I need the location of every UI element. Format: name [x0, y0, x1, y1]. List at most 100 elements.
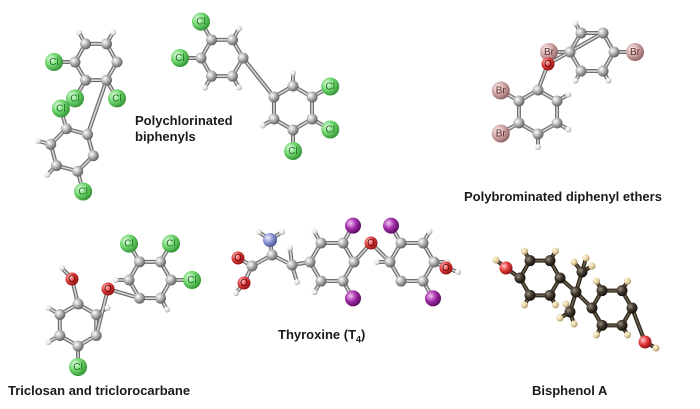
- pcb-left-hydrogen-atom: [76, 29, 82, 36]
- pcb-left-chlorine-atom: Cl: [66, 89, 84, 108]
- thyroxine-carbon-atom: [417, 275, 429, 287]
- thyroxine-carbon-atom: [337, 237, 349, 249]
- triclosan-carbon-atom: [134, 292, 145, 304]
- triclosan-hydrogen-atom: [45, 305, 52, 311]
- thyroxine-carbon-atom: [246, 260, 258, 272]
- pcb-right-carbon-atom: [268, 91, 280, 103]
- pcb-left-chlorine-atom: Cl: [74, 182, 93, 201]
- pcb-left-chlorine-atom: Cl: [108, 89, 126, 108]
- pcb-left-bond: [85, 78, 109, 137]
- pbde-carbon-atom: [551, 95, 563, 107]
- bisphenol-a-hydrogen-atom: [570, 258, 578, 266]
- thyroxine-carbon-atom: [395, 275, 407, 287]
- thyroxine-carbon-atom: [395, 237, 407, 249]
- triclosan-carbon-atom: [123, 274, 135, 286]
- triclosan-carbon-atom: [54, 309, 66, 320]
- thyroxine-hydrogen-atom: [287, 245, 293, 251]
- thyroxine-caption-end: ): [361, 327, 366, 342]
- thyroxine-hydrogen-atom: [294, 279, 300, 285]
- pbde-hydrogen-atom: [605, 77, 612, 84]
- bisphenol-a-carbon-atom: [544, 255, 556, 267]
- thyroxine-caption: Thyroxine (T4): [278, 327, 365, 348]
- pcb-right-hydrogen-atom: [290, 70, 296, 76]
- pcb-right-hydrogen-atom: [259, 122, 266, 129]
- pcb-right-carbon-atom: [206, 34, 217, 46]
- pbde-carbon-atom: [597, 27, 609, 39]
- thyroxine-hydrogen-atom: [256, 229, 262, 235]
- pcb-right-carbon-atom: [227, 70, 238, 82]
- thyroxine-carbon-atom: [348, 256, 360, 268]
- triclosan-oxygen-symbol: O: [104, 284, 112, 295]
- bisphenol-a-oxygen-atom: [499, 261, 513, 275]
- bisphenol-a-carbon-atom: [626, 302, 638, 314]
- pbde-bromine-symbol: Br: [496, 86, 507, 97]
- pcb-right-bond: [241, 56, 276, 99]
- thyroxine-oxygen-symbol: O: [367, 238, 375, 249]
- thyroxine-hydrogen-atom: [233, 290, 239, 296]
- pcb-right-carbon-atom: [287, 80, 299, 92]
- pcb-right-hydrogen-atom: [236, 25, 242, 32]
- pcb-left-carbon-atom: [45, 138, 57, 150]
- pcb-left-carbon-atom: [50, 160, 62, 172]
- pbde-bond: [546, 30, 605, 66]
- bisphenol-a-carbon-atom: [544, 289, 556, 301]
- thyroxine-hydrogen-atom: [426, 228, 433, 235]
- pcb-left-carbon-atom: [101, 74, 112, 86]
- bisphenol-a-carbon-atom: [564, 306, 576, 318]
- pcb-left-carbon-atom: [82, 128, 94, 140]
- pcb-left-chlorine-symbol: Cl: [56, 103, 65, 114]
- pcb-right-carbon-atom: [287, 124, 299, 136]
- triclosan-chlorine-atom: Cl: [69, 358, 87, 376]
- pbde-bromine-symbol: Br: [630, 47, 641, 58]
- triclosan-carbon-atom: [165, 274, 177, 286]
- triclosan-hydrogen-atom: [164, 306, 170, 313]
- pcb-right-chlorine-atom: Cl: [171, 49, 189, 67]
- thyroxine-oxygen-symbol: O: [240, 278, 248, 289]
- pcb-right-hydrogen-atom: [236, 84, 242, 91]
- pcb-right-carbon-atom: [227, 34, 238, 46]
- thyroxine-carbon-atom: [286, 259, 298, 271]
- bisphenol-a-carbon-atom: [514, 272, 526, 284]
- thyroxine-hydrogen-atom: [279, 229, 285, 235]
- bisphenol-a-carbon-atom: [554, 272, 566, 284]
- bisphenol-a-carbon-atom: [576, 266, 588, 278]
- bisphenol-a-carbon-atom: [586, 302, 598, 314]
- pbde-hydrogen-atom: [565, 126, 572, 133]
- pcb-right-carbon-atom: [237, 52, 249, 64]
- pcb-right-chlorine-symbol: Cl: [175, 53, 184, 64]
- pcb-right-hydrogen-atom: [202, 84, 208, 91]
- thyroxine-carbon-atom: [315, 237, 327, 249]
- triclosan-chlorine-atom: Cl: [120, 234, 138, 253]
- triclosan-carbon-atom: [54, 330, 66, 341]
- thyroxine-oxygen-symbol: O: [234, 253, 242, 264]
- pcb-left-carbon-atom: [80, 38, 91, 50]
- pbde-bromine-symbol: Br: [544, 47, 555, 58]
- thyroxine-carbon-atom: [337, 275, 349, 287]
- triclosan-chlorine-symbol: Cl: [124, 239, 133, 250]
- pcb-left-chlorine-atom: Cl: [45, 53, 63, 71]
- triclosan-hydrogen-atom: [45, 339, 52, 345]
- triclosan-carbon-atom: [90, 309, 102, 320]
- bisphenol-a-hydrogen-atom: [521, 301, 528, 309]
- bisphenol-a-hydrogen-atom: [521, 247, 528, 255]
- thyroxine-iodine-atom: [425, 290, 441, 307]
- triclosan-hydrogen-atom: [59, 265, 65, 271]
- pcb-right-carbon-atom: [206, 70, 217, 82]
- bisphenol-a-hydrogen-atom: [552, 247, 559, 255]
- pcb-right-chlorine-atom: Cl: [284, 142, 302, 160]
- pcb-right-chlorine-symbol: Cl: [196, 17, 205, 28]
- pbde-oxygen-atom: O: [541, 57, 555, 71]
- bpa-caption: Bisphenol A: [532, 383, 608, 398]
- pbde-carbon-atom: [575, 27, 587, 39]
- triclosan-carbon-atom: [155, 256, 166, 268]
- triclosan-hydrogen-atom: [104, 305, 111, 311]
- bisphenol-a-carbon-atom: [570, 286, 582, 298]
- bisphenol-a-hydrogen-atom: [556, 314, 564, 322]
- bisphenol-a-hydrogen-atom: [624, 277, 631, 285]
- bisphenol-a-carbon-atom: [524, 289, 536, 301]
- bisphenol-a-hydrogen-atom: [582, 254, 590, 262]
- pcb-right-chlorine-atom: Cl: [321, 120, 340, 139]
- pcb-right-chlorine-atom: Cl: [321, 77, 340, 96]
- pcb-left-carbon-atom: [60, 123, 72, 135]
